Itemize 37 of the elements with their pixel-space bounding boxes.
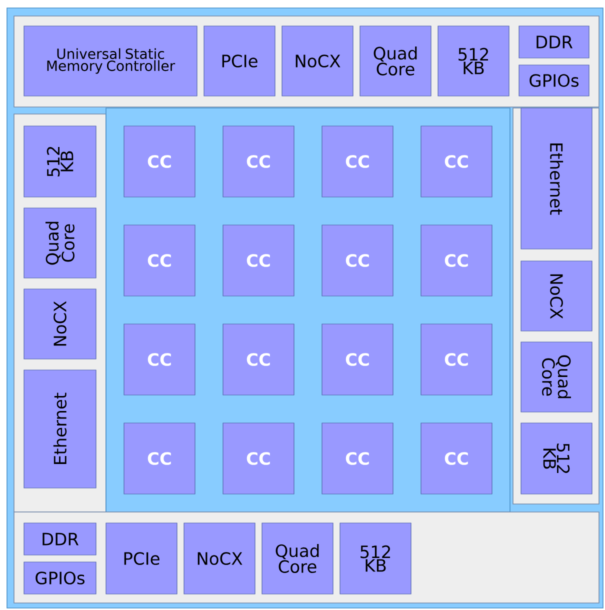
core-box: CC bbox=[124, 224, 196, 296]
block-box: 512 KB bbox=[24, 126, 96, 198]
block-box: DDR bbox=[518, 26, 590, 58]
block-box: NoCX bbox=[520, 260, 592, 332]
block-box: 512 KB bbox=[340, 522, 412, 594]
block-box: Universal Static Memory Controller bbox=[24, 26, 198, 96]
core-box: CC bbox=[322, 422, 394, 494]
core-box: CC bbox=[222, 422, 294, 494]
block-box: PCIe bbox=[106, 522, 178, 594]
core-box: CC bbox=[222, 224, 294, 296]
core-box: CC bbox=[222, 126, 294, 198]
block-box: GPIOs bbox=[24, 562, 96, 594]
block-box: NoCX bbox=[184, 522, 256, 594]
block-box: DDR bbox=[24, 522, 96, 556]
core-box: CC bbox=[420, 126, 492, 198]
core-box: CC bbox=[322, 224, 394, 296]
block-box: GPIOs bbox=[518, 64, 590, 96]
block-box: Ethernet bbox=[520, 108, 592, 250]
core-box: CC bbox=[322, 324, 394, 396]
block-box: Quad Core bbox=[360, 26, 432, 96]
block-box: Quad Core bbox=[262, 522, 334, 594]
block-box: Quad Core bbox=[520, 342, 592, 412]
core-box: CC bbox=[420, 324, 492, 396]
block-box: Ethernet bbox=[24, 370, 96, 488]
block-box: NoCX bbox=[282, 26, 354, 96]
block-box: Quad Core bbox=[24, 208, 96, 278]
block-box: NoCX bbox=[24, 288, 96, 360]
core-box: CC bbox=[124, 324, 196, 396]
block-box: PCIe bbox=[204, 26, 276, 96]
core-box: CC bbox=[124, 126, 196, 198]
block-box: 512 KB bbox=[438, 26, 510, 96]
core-box: CC bbox=[222, 324, 294, 396]
block-box: 512 KB bbox=[520, 422, 592, 494]
core-box: CC bbox=[322, 126, 394, 198]
core-box: CC bbox=[124, 422, 196, 494]
core-box: CC bbox=[420, 224, 492, 296]
core-box: CC bbox=[420, 422, 492, 494]
